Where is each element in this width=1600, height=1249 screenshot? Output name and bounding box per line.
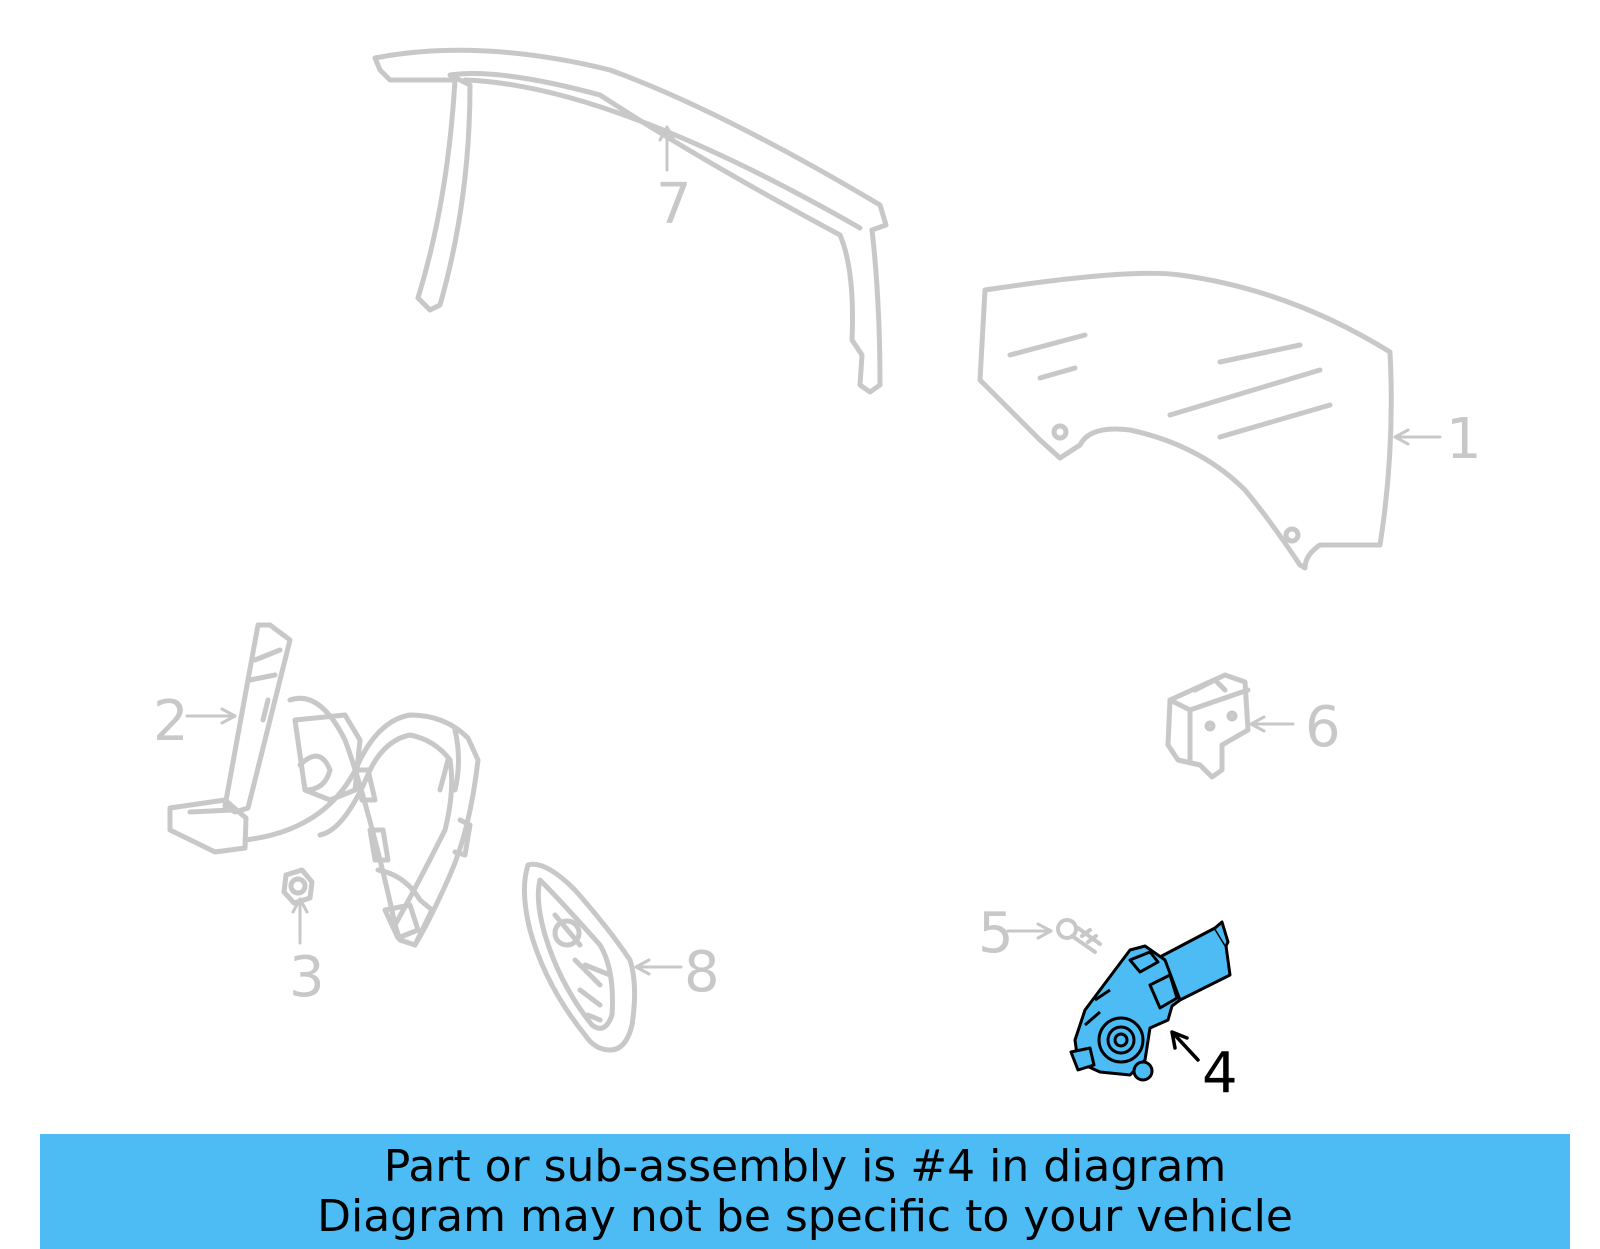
banner-line-2: Diagram may not be specific to your vehi…: [317, 1190, 1293, 1242]
part-3-nut: [281, 867, 315, 906]
part-1-door-glass: [977, 270, 1394, 571]
part-6-block: [1165, 672, 1251, 780]
part-7-window-frame: [372, 47, 889, 395]
part-8-bracket: [521, 861, 638, 1053]
callout-1: 1: [1446, 407, 1482, 472]
banner-line-1: Part or sub-assembly is #4 in diagram: [383, 1140, 1227, 1192]
part-5-screw: [1056, 918, 1102, 954]
callout-3: 3: [289, 945, 325, 1010]
callout-5: 5: [978, 901, 1014, 966]
part-4-window-motor[interactable]: [1069, 920, 1232, 1082]
info-banner: Part or sub-assembly is #4 in diagram Di…: [40, 1134, 1570, 1249]
callout-7: 7: [656, 172, 692, 237]
part-2-window-regulator: [167, 622, 481, 948]
callout-8: 8: [684, 940, 720, 1005]
callout-4: 4: [1202, 1041, 1238, 1106]
part-4-leader-arrow: [1170, 1030, 1200, 1062]
callout-2: 2: [153, 689, 189, 754]
leader-arrows: [185, 125, 1442, 976]
callout-6: 6: [1305, 695, 1341, 760]
